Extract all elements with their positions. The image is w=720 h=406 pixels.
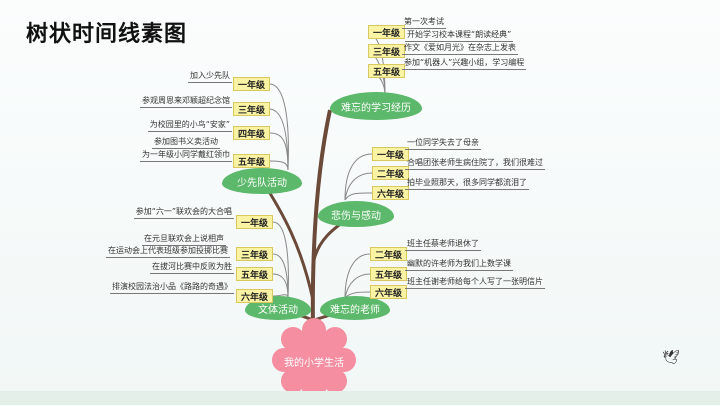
grade-tag: 五年级 — [233, 154, 270, 168]
event-text: 在运动会上代表班级参加投掷比赛 — [106, 246, 230, 258]
event-text: 在拔河比赛中反败为胜 — [150, 262, 234, 274]
event-text: 作文《爱如月光》在杂志上发表 — [402, 43, 518, 55]
grade-tag: 一年级 — [368, 25, 405, 39]
root-flower[interactable]: 我的小学生活 — [272, 318, 356, 402]
event-text: 合唱团张老师生病住院了，我们很难过 — [405, 158, 545, 170]
grade-tag: 二年级 — [370, 247, 407, 261]
event-text: 班主任蔡老师退休了 — [405, 239, 481, 251]
event-text: 参加“六一”联欢会的大合唱 — [133, 207, 234, 219]
grade-tag: 六年级 — [370, 285, 407, 299]
event-text: 幽默的许老师为我们上数学课 — [405, 259, 513, 271]
root-label: 我的小学生活 — [284, 358, 344, 369]
grade-tag: 四年级 — [233, 126, 270, 140]
event-text: 参观周恩来邓颖超纪念馆 — [140, 96, 232, 108]
branch-teacher[interactable]: 难忘的老师 — [320, 296, 390, 320]
branch-pioneer[interactable]: 少先队活动 — [222, 168, 302, 194]
grade-tag: 一年级 — [233, 77, 270, 91]
event-text: 加入少先队 — [188, 71, 232, 83]
branch-study[interactable]: 难忘的学习经历 — [330, 92, 422, 120]
event-text: 参加“机器人”兴趣小组，学习编程 — [402, 58, 527, 70]
grade-tag: 三年级 — [236, 247, 273, 261]
event-text: 拍毕业照那天，很多同学都流泪了 — [405, 178, 529, 190]
grade-tag: 五年级 — [368, 64, 405, 78]
event-text: 开始学习校本课程“朗读经典” — [405, 30, 514, 42]
event-text: 为校园里的小鸟“安家” — [147, 120, 232, 132]
event-text: 班主任谢老师给每个人写了一张明信片 — [405, 277, 545, 289]
grade-tag: 三年级 — [368, 44, 405, 58]
event-text: 第一次考试 — [402, 17, 446, 29]
grade-tag: 六年级 — [236, 289, 273, 303]
bottom-band — [0, 391, 720, 405]
grade-tag: 六年级 — [372, 186, 409, 200]
grade-tag: 二年级 — [372, 166, 409, 180]
page-title: 树状时间线素图 — [26, 22, 188, 47]
event-text: 一位同学失去了母亲 — [405, 138, 481, 150]
event-text: 在元旦联欢会上说相声 — [142, 234, 226, 246]
grade-tag: 五年级 — [370, 267, 407, 281]
event-text: 参加图书义卖活动 — [152, 137, 220, 149]
grade-tag: 一年级 — [372, 147, 409, 161]
grade-tag: 一年级 — [236, 215, 273, 229]
grade-tag: 五年级 — [236, 267, 273, 281]
grade-tag: 三年级 — [233, 102, 270, 116]
branch-sad[interactable]: 悲伤与感动 — [318, 201, 394, 227]
event-text: 排演校园法治小品《路路的奇遇》 — [110, 282, 234, 294]
event-text: 为一年级小同学戴红领巾 — [140, 150, 232, 162]
bird-icon: 🕊 — [662, 350, 680, 366]
